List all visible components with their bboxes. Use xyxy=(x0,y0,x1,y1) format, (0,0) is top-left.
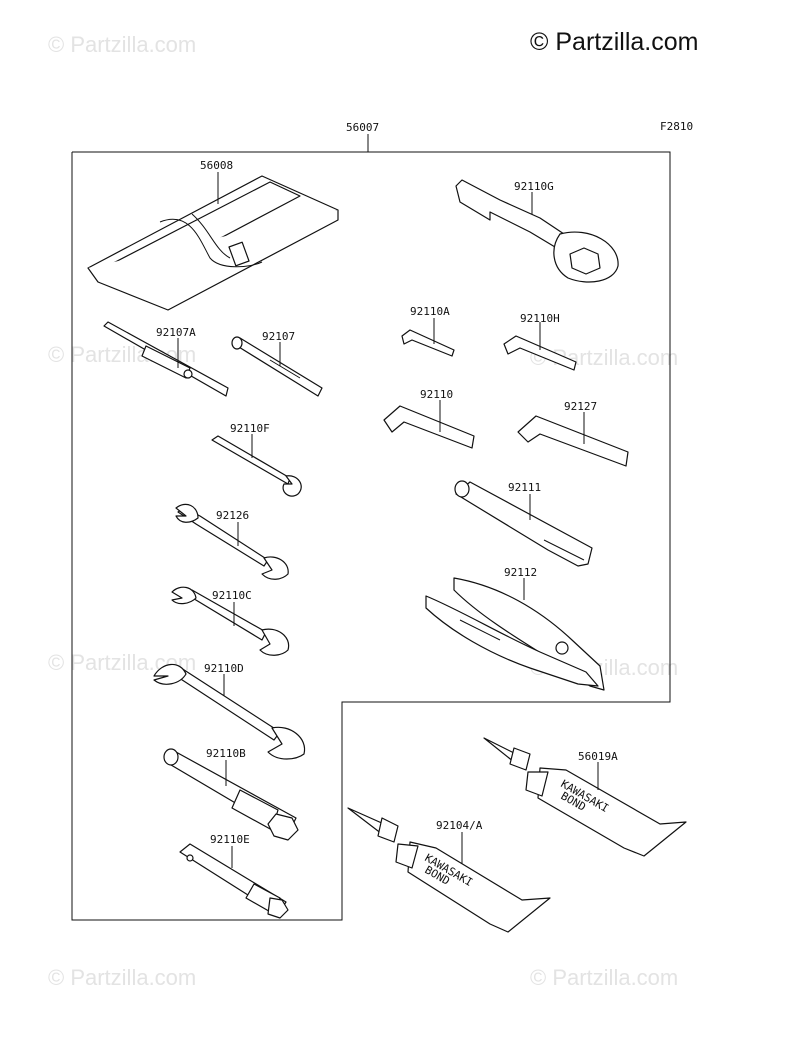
screwdriver-92107A[interactable] xyxy=(103,321,229,397)
part-label-92110D[interactable]: 92110D xyxy=(204,662,244,675)
watermark-main: © Partzilla.com xyxy=(530,28,699,56)
watermark-bottom-left: © Partzilla.com xyxy=(48,965,196,990)
part-label-92110B[interactable]: 92110B xyxy=(206,747,246,760)
hex-key-92110[interactable] xyxy=(383,405,475,449)
watermark-top-left: © Partzilla.com xyxy=(48,32,196,57)
part-label-56007[interactable]: 56007 xyxy=(346,121,379,134)
watermark-bottom-right: © Partzilla.com xyxy=(530,965,678,990)
figure-code: F2810 xyxy=(660,120,693,133)
part-label-56008[interactable]: 56008 xyxy=(200,159,233,172)
kit-outline xyxy=(71,134,671,921)
socket-92110E[interactable] xyxy=(179,843,289,919)
part-label-92110C[interactable]: 92110C xyxy=(212,589,252,602)
bond-tube-92104A[interactable]: KAWASAKI BOND xyxy=(347,807,551,933)
part-label-92110G[interactable]: 92110G xyxy=(514,180,554,193)
part-label-92104A[interactable]: 92104/A xyxy=(436,819,483,832)
hex-key-92127[interactable] xyxy=(517,415,629,467)
wrench-92110C[interactable] xyxy=(171,586,290,656)
part-label-92110E[interactable]: 92110E xyxy=(210,833,250,846)
pliers-92112[interactable] xyxy=(425,577,605,691)
part-label-92110H[interactable]: 92110H xyxy=(520,312,560,325)
part-label-92107[interactable]: 92107 xyxy=(262,330,295,343)
wrench-92110F[interactable] xyxy=(211,435,302,497)
hex-key-92110A[interactable] xyxy=(401,329,455,357)
socket-92110B[interactable] xyxy=(163,748,299,841)
screwdriver-92107[interactable] xyxy=(231,336,323,397)
part-label-92110A[interactable]: 92110A xyxy=(410,305,450,318)
part-label-92107A[interactable]: 92107A xyxy=(156,326,196,339)
part-label-56019A[interactable]: 56019A xyxy=(578,750,618,763)
part-label-92110F[interactable]: 92110F xyxy=(230,422,270,435)
part-label-92111[interactable]: 92111 xyxy=(508,481,541,494)
hex-key-92110H[interactable] xyxy=(503,335,577,371)
wrench-92110D[interactable] xyxy=(153,663,306,760)
handle-92111[interactable] xyxy=(454,480,593,567)
part-label-92110[interactable]: 92110 xyxy=(420,388,453,401)
part-label-92112[interactable]: 92112 xyxy=(504,566,537,579)
ring-wrench-92110G[interactable] xyxy=(455,179,619,283)
tool-case-56008[interactable] xyxy=(87,175,339,311)
wrench-92126[interactable] xyxy=(175,503,289,580)
part-label-92127[interactable]: 92127 xyxy=(564,400,597,413)
bond-tube-56019A[interactable]: KAWASAKI BOND xyxy=(483,737,687,857)
part-label-92126[interactable]: 92126 xyxy=(216,509,249,522)
